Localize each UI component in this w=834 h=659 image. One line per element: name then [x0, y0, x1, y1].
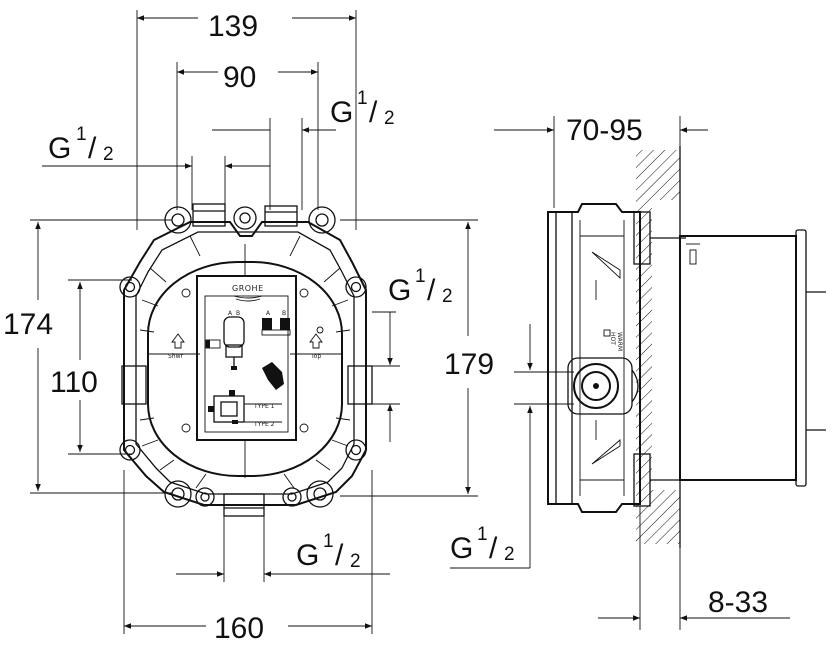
thread-label-side: G 1 / 2: [450, 524, 515, 565]
svg-text:/: /: [88, 132, 97, 165]
svg-text:2: 2: [442, 286, 453, 307]
flow-arrows: [171, 333, 323, 349]
svg-text:1: 1: [323, 531, 334, 552]
svg-text:/: /: [369, 96, 378, 129]
svg-text:/: /: [489, 532, 498, 565]
svg-text:G: G: [388, 274, 411, 307]
thread-label-right: G 1 / 2: [388, 266, 453, 307]
label-top: Top: [310, 353, 321, 360]
svg-text:2: 2: [504, 544, 515, 565]
svg-text:G: G: [48, 132, 71, 165]
svg-text:1: 1: [415, 266, 426, 287]
dimension-90: 90: [223, 61, 256, 94]
diverter-schematic: TYPE 1 TYPE 2: [208, 390, 282, 428]
side-housing: [547, 203, 641, 513]
svg-text:/: /: [335, 539, 344, 572]
side-ribs: [580, 235, 624, 481]
label-shower: Shwr: [168, 353, 184, 360]
svg-text:TYPE 1: TYPE 1: [253, 403, 275, 410]
svg-text:2: 2: [384, 108, 395, 129]
valve-schematic: A B A B: [205, 310, 291, 370]
svg-text:/: /: [427, 274, 436, 307]
side-dimensions: 70-95 179 G 1 / 2 8-33: [444, 114, 790, 630]
svg-text:2: 2: [103, 144, 114, 165]
svg-text:G: G: [296, 539, 319, 572]
housing-ribs: [139, 235, 351, 489]
mounting-lugs: [119, 206, 367, 508]
mounting-plate: [196, 275, 297, 441]
svg-text:1: 1: [357, 88, 368, 109]
thread-label-top-left: G 1 / 2: [48, 124, 114, 165]
dimension-8-33: 8-33: [708, 586, 768, 619]
dimension-174: 174: [3, 308, 53, 341]
svg-text:1: 1: [477, 524, 488, 545]
svg-text:G: G: [450, 532, 473, 565]
top-inlets: [192, 203, 298, 227]
svg-text:B: B: [282, 310, 286, 317]
dimension-160: 160: [214, 612, 264, 645]
svg-text:A: A: [228, 310, 233, 317]
dimension-110: 110: [50, 366, 98, 399]
thread-label-top-right: G 1 / 2: [330, 88, 395, 129]
front-dimensions: 139 90 G 1 / 2 G 1 / 2: [3, 10, 478, 645]
dimension-139: 139: [208, 10, 258, 43]
svg-text:TYPE 2: TYPE 2: [253, 421, 275, 428]
label-hot: HOT: [609, 332, 616, 345]
dimension-179: 179: [444, 348, 494, 381]
housing-inner-frame: [135, 231, 355, 495]
hand-icon: [262, 362, 284, 390]
side-port: [567, 357, 639, 415]
screws: [181, 288, 324, 433]
side-outlets: [121, 365, 373, 405]
svg-text:1: 1: [76, 124, 87, 145]
label-warm: WARM: [616, 332, 623, 351]
housing-outer-frame: [123, 221, 367, 506]
svg-text:G: G: [330, 96, 353, 129]
front-view: Shwr Top GROHE A B A B: [119, 203, 373, 517]
svg-text:B: B: [236, 310, 240, 317]
brand-logo: GROHE: [232, 284, 264, 293]
svg-text:2: 2: [350, 551, 361, 572]
thread-label-bottom: G 1 / 2: [296, 531, 361, 572]
extension-sleeve: [679, 235, 797, 481]
side-view: WARM HOT: [547, 146, 826, 548]
svg-text:A: A: [266, 310, 271, 317]
dimension-70-95: 70-95: [566, 114, 643, 147]
